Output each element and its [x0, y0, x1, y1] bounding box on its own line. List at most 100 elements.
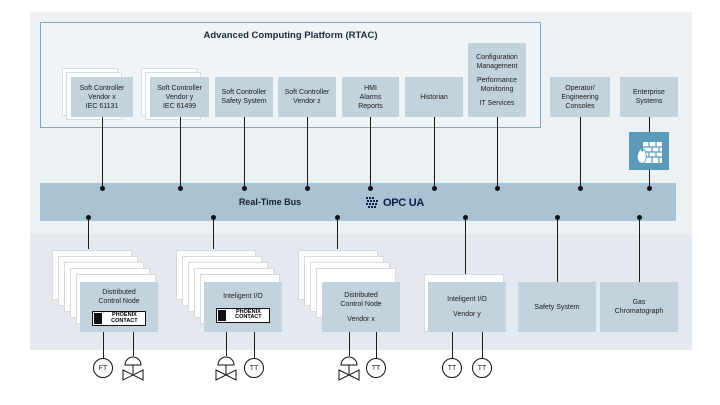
phoenix-contact-logo: PHOENIX CONTACT [92, 311, 146, 326]
intelligent-io-phoenix[interactable]: Inteligent I/O PHOENIX CONTACT [204, 282, 282, 332]
connector-line [103, 332, 104, 358]
box-line: Chromatograph [614, 308, 664, 315]
connector-line [452, 332, 453, 358]
box-line: Alarms [359, 93, 382, 101]
box-line: Performance [476, 76, 518, 84]
connector-line [133, 332, 134, 356]
bus-node [463, 215, 468, 220]
bus-node [368, 186, 373, 191]
distributed-control-node-vendor-x[interactable]: Distributed Control Node Vendor x [322, 282, 400, 332]
platform-title: Advanced Computing Platform (RTAC) [203, 30, 378, 41]
it-services[interactable]: Configuration Management Performance Mon… [468, 43, 526, 117]
bus-node [555, 215, 560, 220]
box-line: Systems [635, 98, 663, 105]
box-line: IT Services [479, 99, 515, 107]
logo-text: PHOENIX CONTACT [235, 308, 262, 320]
box-line: Consoles [565, 102, 595, 110]
box-line: Configuration [476, 53, 518, 61]
opc-ua-logo: OPC UA [366, 194, 446, 212]
box-line: Historian [420, 93, 448, 101]
firewall-icon [629, 132, 669, 170]
bus-node [495, 186, 500, 191]
bus-node [305, 186, 310, 191]
phoenix-contact-logo: PHOENIX CONTACT [216, 307, 270, 323]
connector-line [649, 170, 650, 189]
box-line: IEC 61499 [162, 102, 197, 110]
box-line: Inteligent I/O [223, 292, 263, 300]
opc-ua-text: OPC UA [383, 197, 424, 209]
box-line: Soft Controller [79, 84, 125, 92]
box-line: Enterprise [633, 89, 665, 96]
connector-line [244, 117, 245, 189]
valve-icon [215, 356, 237, 381]
safety-system[interactable]: Safety System [518, 282, 596, 332]
connector-line [88, 218, 89, 249]
box-line: Engineering [561, 93, 599, 101]
bus-node [637, 215, 642, 220]
box-line: HMI [364, 84, 377, 92]
connector-line [254, 332, 255, 358]
box-line: Vendor y [165, 93, 194, 101]
bus-node [335, 215, 340, 220]
gas-chromatograph[interactable]: Gas Chromatograph [600, 282, 678, 332]
connector-line [307, 117, 308, 189]
box-line: Vendor y [453, 311, 481, 318]
soft-controller-vendor-x[interactable]: Soft Controller Vendor x IEC 61131 [71, 77, 133, 117]
bus-label: Real-Time Bus [238, 197, 302, 207]
box-line: Inteligent I/O [447, 296, 487, 303]
enterprise-systems[interactable]: Enterprise Systems [620, 77, 678, 117]
soft-controller-vendor-y[interactable]: Soft Controller Vendor y IEC 61499 [150, 77, 209, 117]
box-line: IEC 61131 [85, 102, 119, 110]
connector-line [639, 218, 640, 282]
flow-transmitter-ft: FT [93, 358, 113, 378]
operator-engineering-consoles[interactable]: Operator/ Engineering Consoles [550, 77, 610, 117]
logo-text: PHOENIX CONTACT [111, 312, 138, 324]
bus-node [578, 186, 583, 191]
connector-line [370, 117, 371, 189]
real-time-bus [40, 183, 676, 221]
historian[interactable]: Historian [405, 77, 463, 117]
bus-node [100, 186, 105, 191]
distributed-control-node-phoenix[interactable]: Distributed Control Node PHOENIX CONTACT [80, 282, 158, 332]
phoenix-mark [94, 313, 102, 324]
temperature-transmitter-tt: TT [472, 358, 492, 378]
bus-node [242, 186, 247, 191]
connector-line [349, 332, 350, 356]
connector-line [337, 218, 338, 249]
box-line: Vendor x [347, 315, 375, 323]
connector-line [557, 218, 558, 282]
box-line: Safety System [534, 303, 580, 311]
box-line: Vendor z [293, 98, 321, 105]
connector-line [180, 117, 181, 189]
box-line: Distributed [344, 291, 378, 299]
box-line: Safety System [221, 98, 267, 105]
connector-line [102, 117, 103, 189]
box-line: Operator/ [565, 84, 595, 92]
connector-line [434, 117, 435, 189]
valve-icon [122, 356, 144, 381]
box-line: Soft Controller [221, 89, 267, 96]
temperature-transmitter-tt: TT [244, 358, 264, 378]
connector-line [580, 117, 581, 189]
bus-node [86, 215, 91, 220]
box-line: Control Node [340, 300, 382, 308]
temperature-transmitter-tt: TT [366, 358, 386, 378]
box-line: Control Node [98, 298, 140, 305]
connector-line [376, 332, 377, 358]
box-line: Distributed [102, 289, 136, 296]
box-line: Gas [632, 299, 646, 306]
connector-line [497, 117, 498, 189]
connector-line [213, 218, 214, 249]
connector-line [465, 218, 466, 282]
soft-controller-safety-system[interactable]: Soft Controller Safety System [215, 77, 273, 117]
box-line: Monitoring [480, 85, 514, 93]
intelligent-io-vendor-y[interactable]: Inteligent I/O Vendor y [428, 282, 506, 332]
box-line: Vendor x [88, 93, 116, 101]
connector-line [649, 117, 650, 132]
connector-line [226, 332, 227, 356]
box-line: Soft Controller [157, 84, 202, 92]
hmi-alarms-reports[interactable]: HMI Alarms Reports [342, 77, 399, 117]
phoenix-mark [218, 309, 226, 321]
soft-controller-vendor-z[interactable]: Soft Controller Vendor z [278, 77, 336, 117]
box-line: Reports [358, 102, 383, 110]
